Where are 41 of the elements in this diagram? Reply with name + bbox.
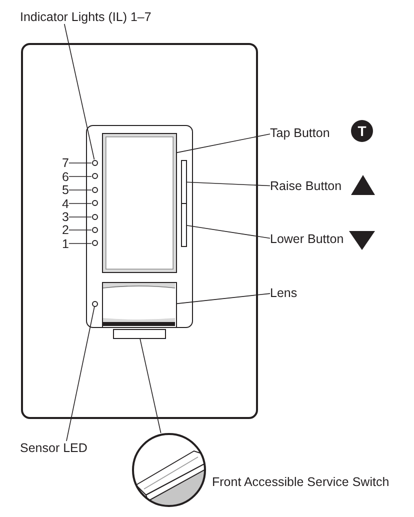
leader-line (68, 176, 92, 177)
callout-label: Sensor LED (20, 441, 88, 455)
tap-button (102, 132, 176, 272)
service-switch-slot (113, 329, 166, 339)
indicator-led (92, 160, 98, 166)
callout-label: Indicator Lights (IL) 1–7 (20, 10, 152, 24)
callout-label: Raise Button (270, 179, 342, 193)
leader-line (186, 182, 270, 186)
callout-number: 1 (62, 236, 69, 250)
sensor-lens (102, 282, 176, 328)
indicator-led (92, 214, 98, 220)
leader-line (176, 293, 270, 304)
dimmer-switch-body (86, 125, 193, 328)
callout-label: Lower Button (270, 232, 344, 246)
callout-label: Lens (270, 286, 298, 300)
callout-number: 7 (62, 156, 69, 170)
indicator-led (92, 186, 98, 192)
sensor-led (92, 300, 98, 306)
leader-line (68, 243, 92, 244)
callout-number: 2 (62, 223, 69, 237)
callout-number: 6 (62, 170, 69, 184)
raise-button (180, 160, 186, 204)
leader-line (68, 216, 92, 218)
leader-line (68, 162, 92, 164)
callout-label: Tap Button (270, 126, 330, 140)
indicator-led (92, 173, 98, 179)
callout-label: Front Accessible Service Switch (212, 475, 390, 489)
callout-number: 5 (62, 183, 69, 197)
indicator-led (92, 226, 98, 232)
leader-line (68, 203, 92, 204)
leader-line (176, 134, 270, 154)
leader-line (186, 224, 270, 239)
magnified-switch-picture (132, 433, 206, 507)
indicator-led (92, 200, 98, 206)
tap-symbol: T (351, 120, 373, 142)
callout-number: 3 (62, 210, 69, 224)
indicator-led (92, 240, 98, 246)
callout-number: 4 (62, 196, 69, 210)
wall-plate (21, 43, 258, 419)
leader-line (64, 24, 95, 160)
lower-button (180, 202, 186, 246)
